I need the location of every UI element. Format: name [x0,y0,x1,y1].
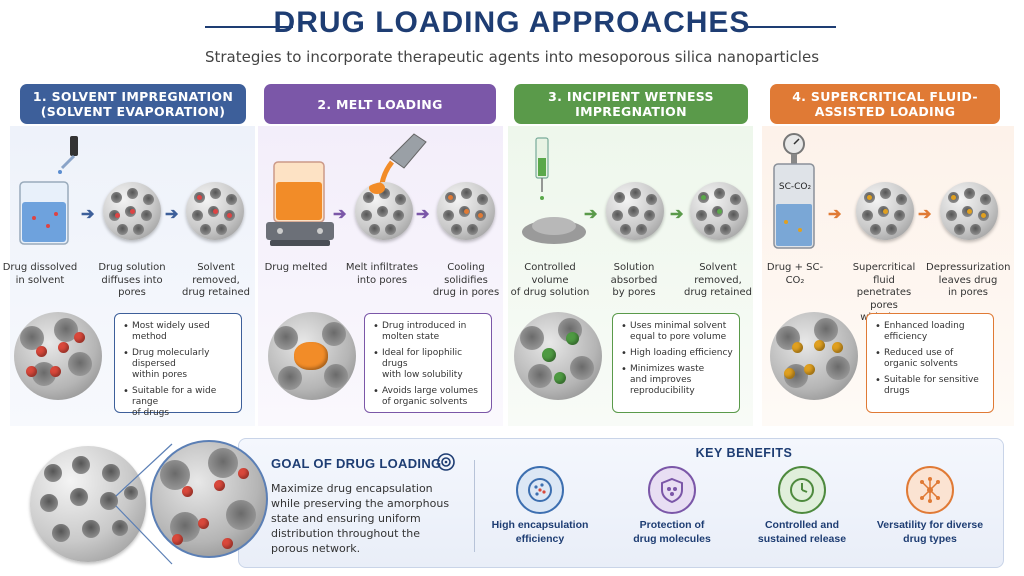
title-area: DRUG LOADING APPROACHES [0,6,1024,46]
pore-zoom-large [150,440,268,558]
arrow-1b: ➔ [165,206,179,223]
key-benefits-title: KEY BENEFITS [695,446,793,460]
nanoparticle-4b [940,182,998,240]
benefit-item: Suitable for sensitive drugs [875,375,987,397]
network-icon [906,466,954,514]
benefit-item: Drug molecularly dispersed within pores [123,348,235,381]
molten-drug [276,182,322,220]
target-icon [437,453,455,471]
step-3c-label: Solvent removed, drug retained [683,262,753,298]
arrow-2b: ➔ [416,206,430,223]
pressure-vessel-illustration [773,133,815,249]
title-rule-left [205,26,293,28]
pouring-vessel-illustration [379,133,427,185]
title-rule-right [748,26,836,28]
method-2-benefits: Drug introduced in molten state Ideal fo… [364,313,492,413]
step-4c-label: Depressurization leaves drug in pores [926,262,1011,298]
benefit-item: Avoids large volumes of organic solvents [373,386,485,408]
pore-zoom-2 [268,312,356,400]
page-title: DRUG LOADING APPROACHES [273,6,751,39]
step-2c-label: Cooling solidifies drug in pores [432,262,500,298]
pore-zoom-4 [770,312,858,400]
pore-zoom-1 [14,312,102,400]
benefit-label-3: Controlled and sustained release [757,519,847,545]
step-4a-label: Drug + SC-CO₂ [766,262,824,286]
dropper-tip [60,154,76,170]
benefit-item: Uses minimal solvent equal to pore volum… [621,321,733,343]
benefit-item: Minimizes waste and improves reproducibi… [621,364,733,397]
step-3a-label: Controlled volume of drug solution [510,262,590,298]
shield-molecule-icon [648,466,696,514]
benefit-label-2: Protection of drug molecules [633,519,711,545]
beaker-dropper-illustration [19,136,78,245]
page-subtitle: Strategies to incorporate therapeutic ag… [204,48,820,66]
step-1a-label: Drug dissolved in solvent [2,262,78,286]
nanoparticle-1b [186,182,244,240]
nanoparticle-2b [437,182,495,240]
benefit-label-4: Versatility for diverse drug types [876,519,984,545]
melt-stream [379,160,394,185]
method-3-header: 3. INCIPIENT WETNESS IMPREGNATION [514,84,748,124]
step-1c-label: Solvent removed, drug retained [181,262,251,298]
arrow-2a: ➔ [333,206,347,223]
goal-text: Maximize drug encapsulation while preser… [271,482,450,555]
method-3-benefits: Uses minimal solvent equal to pore volum… [612,313,740,413]
pour-vessel [389,133,427,169]
arrow-3a: ➔ [584,206,598,223]
capsule-dots-icon [516,466,564,514]
nanoparticle-4a [856,182,914,240]
method-1-header: 1. SOLVENT IMPREGNATION (SOLVENT EVAPORA… [20,84,246,124]
clock-icon [778,466,826,514]
benefit-item: Reduced use of organic solvents [875,348,987,370]
method-4-benefits: Enhanced loading efficiency Reduced use … [866,313,994,413]
zoom-lines [115,443,173,565]
arrow-3b: ➔ [670,206,684,223]
arrow-4a: ➔ [828,206,842,223]
step-3b-label: Solution absorbed by pores [610,262,658,298]
step-1b-label: Drug solution diffuses into pores [98,262,166,298]
nanoparticle-2a [355,182,413,240]
drop [58,170,62,174]
nanoparticle-1a [103,182,161,240]
sc-co2-fluid [776,204,812,246]
goal-title: GOAL OF DRUG LOADING [271,456,442,471]
hotplate-beaker-illustration [266,161,334,246]
arrow-1a: ➔ [81,206,95,223]
beaker-solution [22,202,66,242]
method-2-header: 2. MELT LOADING [264,84,496,124]
benefit-item: Suitable for a wide range of drugs [123,386,235,419]
hotplate [266,222,334,240]
benefit-label-1: High encapsulation efficiency [491,519,589,545]
summary-panel [238,438,1004,568]
benefit-item: Ideal for lipophilic drugs with low solu… [373,348,485,381]
syringe-solution [538,158,546,176]
pore-zoom-3 [514,312,602,400]
dropper-bulb [70,136,78,156]
step-2b-label: Melt infiltrates into pores [345,262,419,286]
method-4-header: 4. SUPERCRITICAL FLUID- ASSISTED LOADING [770,84,1000,124]
benefit-item: Most widely used method [123,321,235,343]
step-2a-label: Drug melted [264,262,328,273]
method-1-benefits: Most widely used method Drug molecularly… [114,313,242,418]
sc-co2-vessel-label: SC-CO₂ [778,182,812,192]
large-nanoparticle [30,446,146,562]
benefit-item: Drug introduced in molten state [373,321,485,343]
nanoparticle-3b [690,182,748,240]
drop [540,196,544,200]
arrow-4b: ➔ [918,206,932,223]
syringe-powder-illustration [522,137,586,244]
benefit-item: Enhanced loading efficiency [875,321,987,343]
summary-divider [474,460,475,552]
benefit-item: High loading efficiency [621,348,733,359]
nanoparticle-3a [606,182,664,240]
